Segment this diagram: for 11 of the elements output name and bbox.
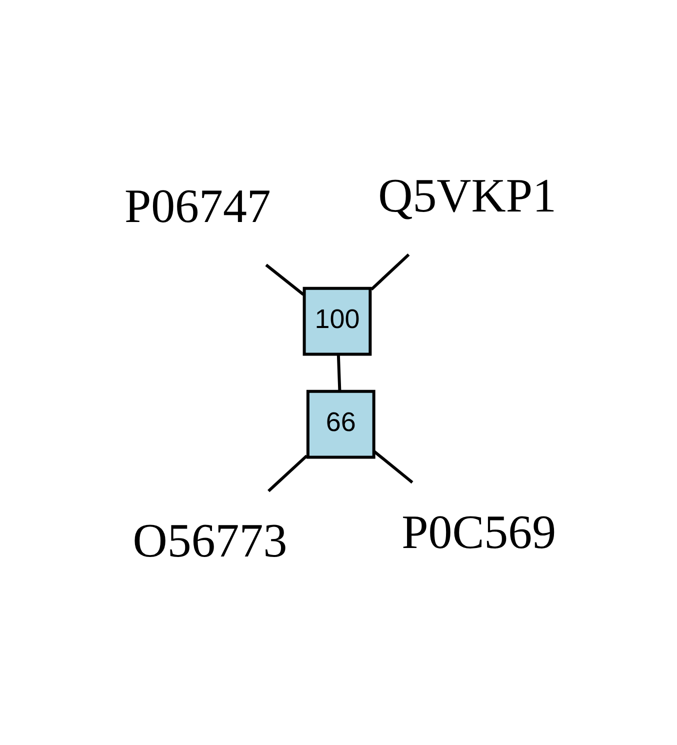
node-box: 66 — [306, 390, 375, 459]
connector — [264, 264, 304, 296]
node-text: P06747 — [124, 180, 270, 233]
node-text: O56773 — [132, 514, 287, 568]
connector — [370, 254, 410, 291]
node-box: 100 — [302, 286, 372, 356]
node-text: P0C569 — [401, 506, 556, 559]
connector — [336, 355, 341, 391]
connector — [372, 450, 413, 484]
connector — [267, 454, 308, 492]
node-text: Q5VKP1 — [378, 169, 556, 222]
